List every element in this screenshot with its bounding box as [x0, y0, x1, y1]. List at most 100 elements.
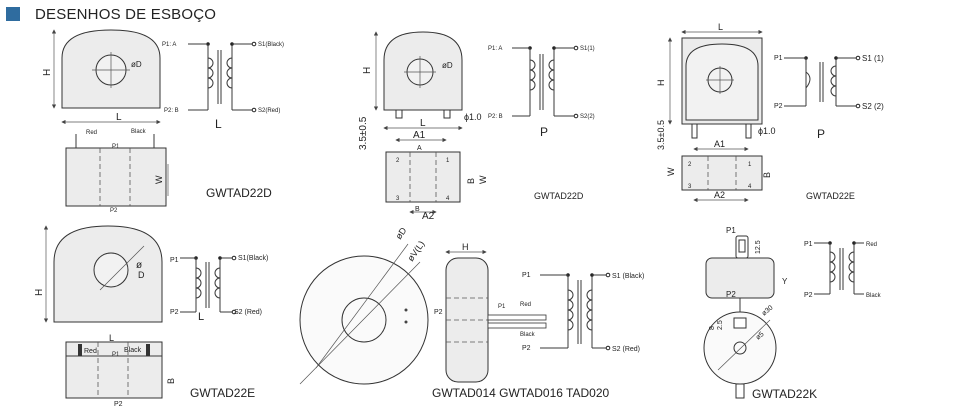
term-black-6: Black: [866, 293, 882, 299]
model-label-gwtad22d-2: GWTAD22D: [534, 191, 584, 201]
dim-phi-d-label: ø: [136, 260, 142, 271]
schematic-p-label-3: P: [817, 127, 825, 141]
lead-red-label: Red: [86, 130, 97, 136]
dim-b-label-4: B: [166, 378, 176, 384]
term-p2b: P2: B: [164, 108, 179, 114]
term-p1a-2: P1: A: [488, 46, 502, 52]
dim-pin-height-3: 3.5±0.5: [656, 120, 666, 150]
dim-vd-label: øV(L): [405, 239, 426, 263]
pin-2-label: 2: [396, 158, 400, 164]
lead-black-label: Black: [131, 129, 147, 135]
term-s1-1b: S1 (1): [862, 54, 884, 63]
term-s2-2b: S2 (2): [862, 102, 884, 111]
pin-a-label: A: [417, 145, 422, 152]
term-s1-black-4: S1(Black): [238, 255, 268, 262]
pin-p1-label: P1: [112, 144, 120, 150]
dim-h-label-5: H: [462, 242, 469, 252]
dim-d-label: øD: [131, 60, 142, 69]
pin-p1-label-6: P1: [726, 226, 736, 235]
term-s1-1: S1(1): [580, 46, 595, 52]
pin-1-label: 1: [446, 158, 450, 164]
pin-p2-label-5: P2: [434, 309, 443, 316]
dim-a1-label-3: A1: [714, 139, 725, 149]
section-header: DESENHOS DE ESBOÇO: [6, 4, 216, 24]
dim-w-label-3: W: [666, 167, 676, 176]
dim-8-label: 8: [709, 326, 716, 330]
term-s2-2: S2(2): [580, 114, 595, 120]
dim-pin-dia: ϕ1.0: [464, 112, 482, 122]
term-s2-red: S2(Red): [258, 108, 280, 114]
term-s1-black-5: S1 (Black): [612, 273, 644, 280]
dim-l-label: L: [116, 112, 122, 123]
pin-4-label: 4: [446, 196, 450, 202]
pin-p2-label: P2: [110, 208, 118, 214]
model-label-gwtad22e-2: GWTAD22E: [190, 386, 255, 400]
term-s2-red-5: S2 (Red): [612, 346, 640, 353]
dim-d-label-5: øD: [393, 225, 408, 241]
panel-gwtad22d-1: øD H L Red Black P1 P2 W P1: A P2: B: [42, 29, 284, 214]
schematic-p-label: P: [540, 125, 548, 139]
dim-a1-label: A1: [413, 130, 426, 141]
schematic-l-label: L: [215, 117, 222, 131]
term-p1-5: P1: [522, 272, 531, 279]
lead-black-label-4: Black: [124, 347, 142, 354]
dim-h-label-3: H: [656, 80, 666, 87]
dim-h-label-2: H: [362, 67, 373, 74]
lead-black-label-5: Black: [520, 332, 536, 338]
pin-3-label: 3: [396, 196, 400, 202]
dim-d-label-2: øD: [442, 61, 453, 70]
lead-red-label-4: Red: [84, 348, 97, 355]
pin-1-label-3: 1: [748, 162, 752, 168]
term-red-6: Red: [866, 242, 877, 248]
term-p2b-2: P2: B: [488, 114, 503, 120]
term-p1a: P1: A: [162, 42, 176, 48]
pin-4-label-3: 4: [748, 184, 752, 190]
panel-gwtad22d-2: øD H 3.5±0.5 L ϕ1.0 A1 2 1 3 4 A B A2 B …: [358, 31, 595, 222]
dim-a2-label-3: A2: [714, 190, 725, 200]
term-p2: P2: [774, 103, 783, 110]
dim-y-label: Y: [782, 277, 788, 286]
dim-r5-label: ø5: [755, 331, 766, 342]
dim-r30-label: ø30: [761, 304, 775, 317]
term-p1-4: P1: [170, 257, 179, 264]
dim-2-5-label: 2.5: [717, 320, 724, 330]
dim-l-label-2: L: [420, 118, 426, 129]
schematic-l-label-4: L: [198, 311, 204, 323]
model-label-gwtad014: GWTAD014 GWTAD016 TAD020: [432, 386, 609, 400]
model-label-gwtad22k: GWTAD22K: [752, 387, 817, 401]
term-p2-4: P2: [170, 309, 179, 316]
term-p1: P1: [774, 55, 783, 62]
term-s2-red-4: S2 (Red): [234, 309, 262, 316]
pin-2-label-3: 2: [688, 162, 692, 168]
dim-l-label-3: L: [718, 22, 723, 32]
term-p2-6: P2: [804, 292, 813, 299]
dim-pin-dia-3: ϕ1.0: [758, 126, 776, 136]
term-s1-black: S1(Black): [258, 42, 284, 48]
section-title: DESENHOS DE ESBOÇO: [35, 5, 217, 23]
panel-gwtad014: øD øV(L) H P2 P1 Red Black P1 P2 S1 (Bla…: [299, 225, 644, 400]
dim-h-label-4: H: [34, 289, 45, 296]
term-p1-6: P1: [804, 241, 813, 248]
dim-b-label-3: B: [762, 172, 772, 178]
pin-p1-label-5: P1: [498, 304, 506, 310]
dim-h-label: H: [42, 69, 53, 76]
pin-b-label: B: [415, 206, 420, 213]
pin-3-label-3: 3: [688, 184, 692, 190]
dim-12-5-label: 12.5: [755, 240, 762, 254]
model-label-gwtad22e-1: GWTAD22E: [806, 191, 855, 201]
panel-gwtad22e-2: ø D H Red Black P1 P2 L B P1 P2 S1(Black…: [34, 225, 268, 408]
pin-p2-label-6: P2: [726, 290, 736, 299]
dim-d2-label: D: [138, 270, 145, 280]
pin-p2-label-4: P2: [114, 401, 123, 408]
header-square-icon: [6, 7, 20, 21]
dim-w-label: W: [154, 175, 164, 184]
dim-b-label: B: [466, 178, 476, 184]
panel-gwtad22e-1: L H 3.5±0.5 ϕ1.0 A1 2 1 3 4 A2 W B P1 P2: [656, 22, 884, 203]
dim-l-label-4: L: [109, 333, 114, 343]
model-label-gwtad22d-1: GWTAD22D: [206, 186, 272, 200]
panel-gwtad22k: P1 12.5 Y P2 ø30 ø5 2.5 8 P1 P2 Red Blac…: [703, 226, 882, 401]
dim-w-label-2: W: [478, 175, 488, 184]
dim-pin-height: 3.5±0.5: [358, 116, 369, 150]
lead-red-label-5: Red: [520, 302, 531, 308]
